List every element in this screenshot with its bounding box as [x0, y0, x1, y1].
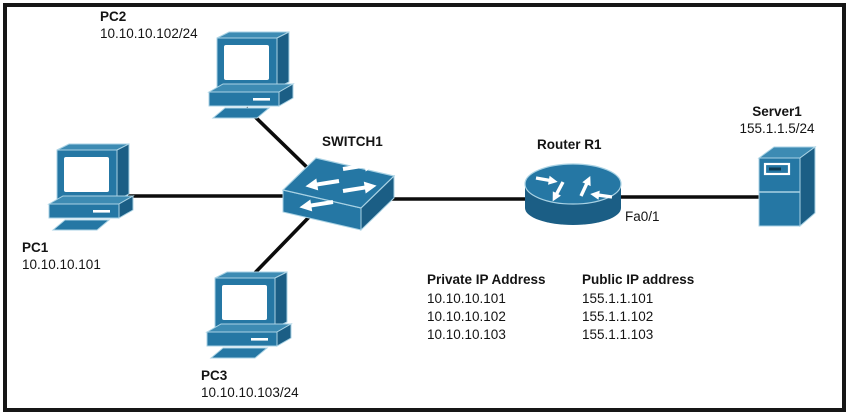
- private-ip-column: Private IP Address 10.10.10.101 10.10.10…: [427, 271, 582, 344]
- pc3-ip: 10.10.10.103/24: [201, 385, 299, 400]
- table-cell: 10.10.10.103: [427, 327, 506, 342]
- pc2-label: PC2 10.10.10.102/24: [100, 8, 198, 42]
- router-r1-name: Router R1: [537, 137, 602, 152]
- private-ip-header: Private IP Address: [427, 272, 546, 287]
- pc2-ip: 10.10.10.102/24: [100, 26, 198, 41]
- links-group: [128, 106, 765, 282]
- router-r1-icon: [525, 164, 621, 225]
- pc2-name: PC2: [100, 9, 127, 24]
- server1-label: Server1 155.1.1.5/24: [729, 103, 825, 137]
- pc3-label: PC3 10.10.10.103/24: [201, 367, 299, 401]
- table-cell: 155.1.1.103: [582, 327, 654, 342]
- link-pc2-switch1: [244, 106, 320, 180]
- nat-address-table: Private IP Address 10.10.10.101 10.10.10…: [427, 271, 694, 344]
- router-interface-label: Fa0/1: [625, 209, 660, 224]
- pc2-icon: [208, 31, 294, 119]
- pc3-name: PC3: [201, 368, 228, 383]
- public-ip-column: Public IP address 155.1.1.101 155.1.1.10…: [582, 271, 694, 344]
- table-cell: 10.10.10.102: [427, 309, 506, 324]
- server1-icon: [757, 145, 817, 228]
- table-cell: 155.1.1.102: [582, 309, 654, 324]
- pc1-name: PC1: [22, 240, 49, 255]
- pc3-icon: [206, 271, 292, 359]
- table-cell: 10.10.10.101: [427, 291, 506, 306]
- link-pc3-switch1: [246, 212, 314, 282]
- server1-ip: 155.1.1.5/24: [739, 121, 815, 136]
- server1-name: Server1: [752, 104, 802, 119]
- switch1-icon: [283, 158, 394, 230]
- table-cell: 155.1.1.101: [582, 291, 654, 306]
- switch1-name: SWITCH1: [322, 134, 383, 149]
- pc1-ip: 10.10.10.101: [22, 257, 101, 272]
- pc1-label: PC1 10.10.10.101: [22, 239, 101, 273]
- pc1-icon: [48, 143, 134, 231]
- public-ip-header: Public IP address: [582, 272, 695, 287]
